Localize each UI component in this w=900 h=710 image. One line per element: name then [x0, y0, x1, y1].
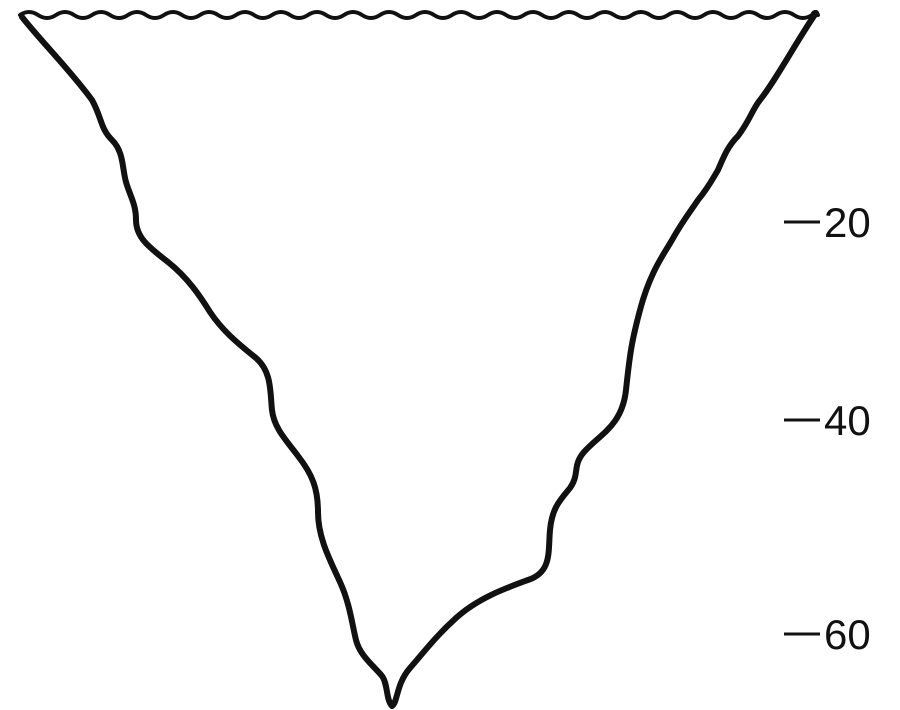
depth-scale: 20 40 60	[784, 199, 871, 658]
depth-label-40: 40	[824, 397, 871, 444]
depth-label-60: 60	[824, 611, 871, 658]
surface-wavy-line	[20, 12, 818, 18]
crater-cross-section-outline	[22, 13, 816, 706]
depth-label-20: 20	[824, 199, 871, 246]
